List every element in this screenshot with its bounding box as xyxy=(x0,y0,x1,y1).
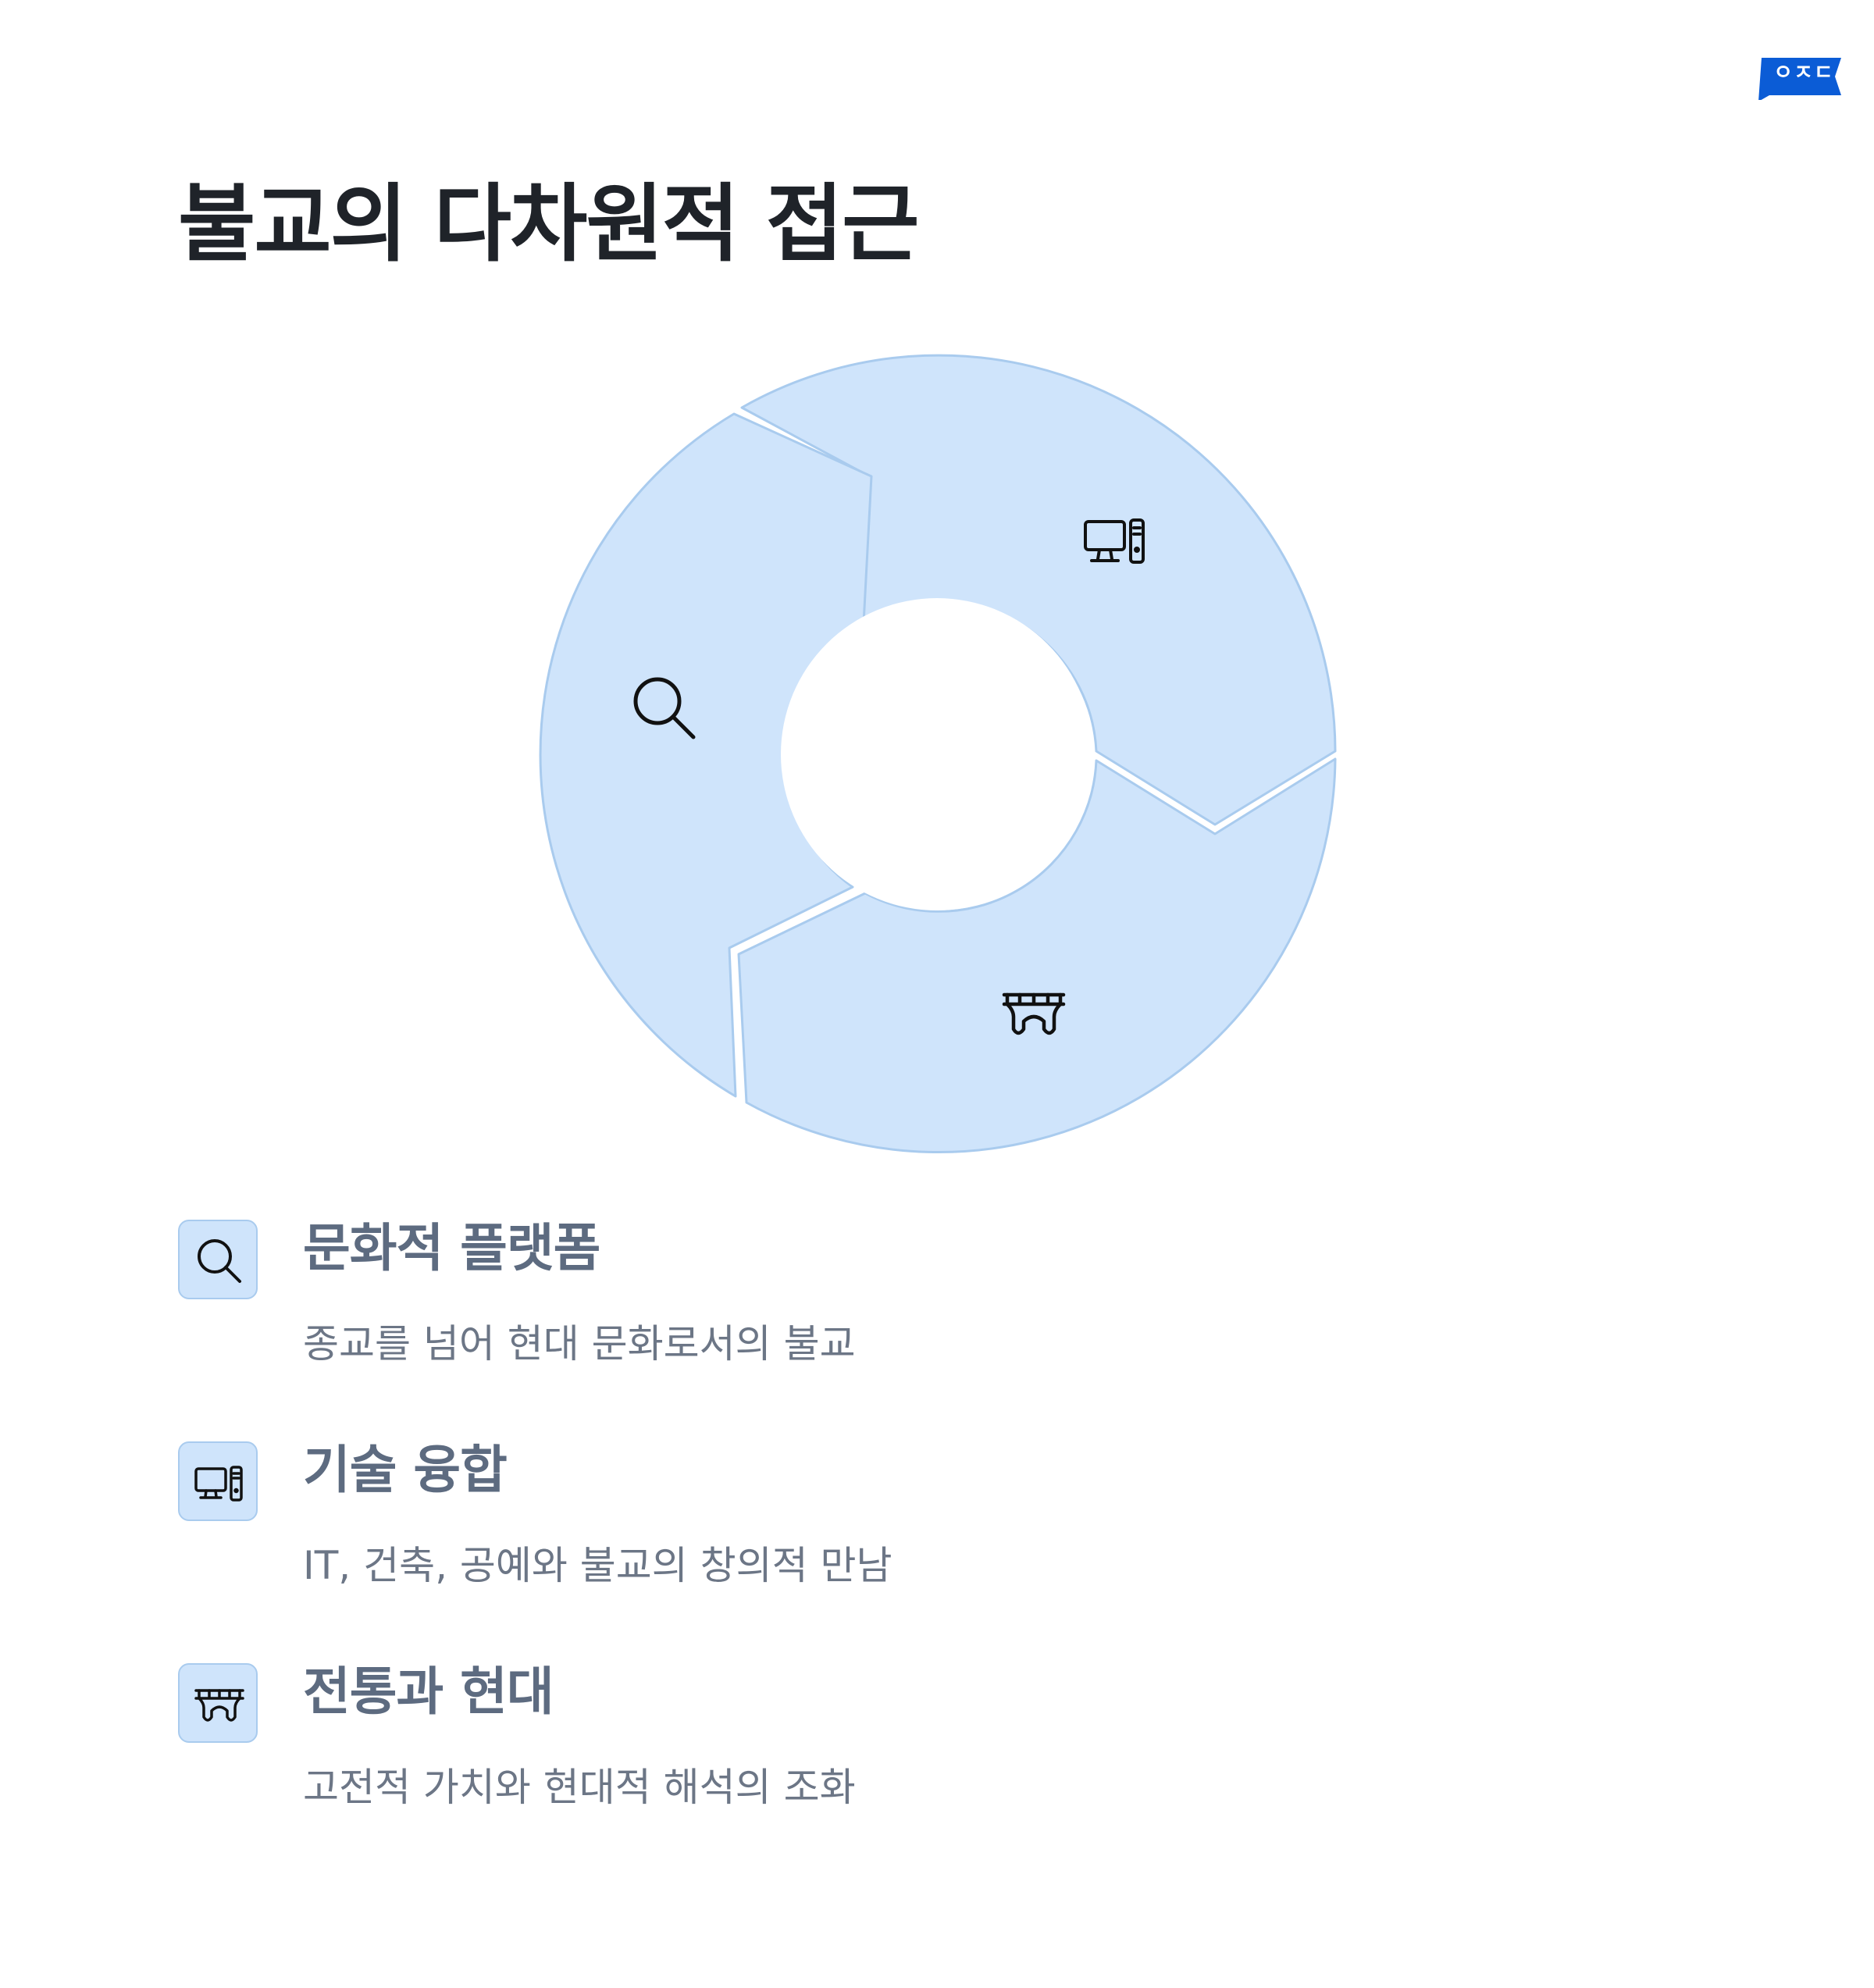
bridge-icon xyxy=(1002,992,1066,1035)
brand-logo-text: ㅇㅈㄷ xyxy=(1773,61,1834,85)
cycle-center xyxy=(781,598,1093,910)
item-icon-box xyxy=(178,1663,258,1743)
page-title: 불교의 다차원적 접근 xyxy=(178,176,919,273)
item-icon-box xyxy=(178,1441,258,1521)
list-item-technology: 기술 융합 IT, 건축, 공예와 불교의 창의적 만남 xyxy=(178,1440,1662,1621)
bridge-icon xyxy=(194,1689,244,1722)
computer-icon xyxy=(1084,518,1145,564)
search-icon xyxy=(198,1239,241,1283)
item-heading: 기술 융합 xyxy=(303,1440,508,1500)
list-item-culture: 문화적 플랫폼 종교를 넘어 현대 문화로서의 불교 xyxy=(178,1218,1662,1399)
item-description: 종교를 넘어 현대 문화로서의 불교 xyxy=(303,1321,856,1366)
item-description: IT, 건축, 공예와 불교의 창의적 만남 xyxy=(303,1543,892,1588)
item-icon-box xyxy=(178,1220,258,1299)
computer-icon xyxy=(194,1466,243,1502)
list-item-tradition: 전통과 현대 고전적 가치와 현대적 해석의 조화 xyxy=(178,1662,1662,1843)
item-description: 고전적 가치와 현대적 해석의 조화 xyxy=(303,1765,856,1810)
item-heading: 문화적 플랫폼 xyxy=(303,1218,600,1278)
search-icon xyxy=(633,677,696,739)
item-heading: 전통과 현대 xyxy=(303,1662,554,1722)
brand-logo xyxy=(1758,58,1841,100)
cycle-segment-tradition xyxy=(737,757,1337,1154)
